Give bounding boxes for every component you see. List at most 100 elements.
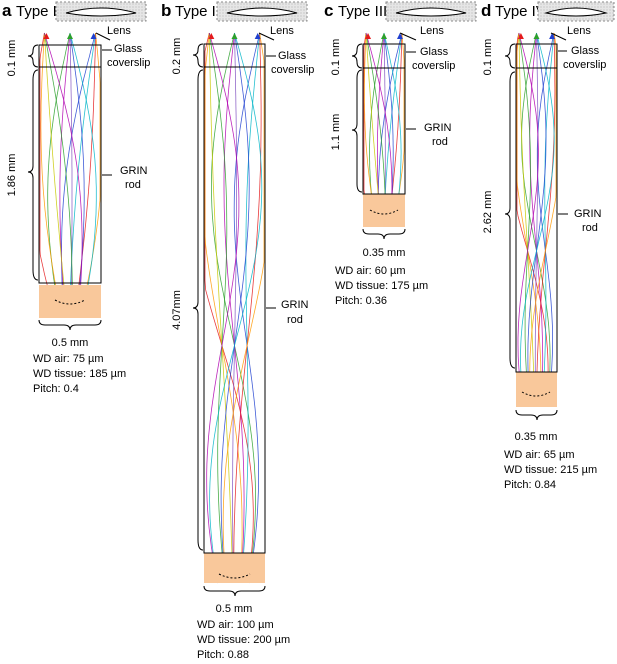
ray-path [377, 32, 385, 215]
ray-path [517, 32, 539, 400]
lens-label-b: Lens [270, 25, 294, 37]
ray-path [40, 32, 60, 306]
source-marker [254, 33, 261, 39]
ray-path [44, 32, 83, 306]
spec-wd-tissue-d: WD tissue: 215 µm [504, 464, 597, 476]
lens-shape-icon-d [544, 7, 608, 17]
tissue-b [204, 553, 265, 583]
grin-rod-d [515, 67, 558, 373]
tissue-d [516, 372, 557, 407]
source-marker [208, 33, 215, 39]
spec-pitch-d: Pitch: 0.84 [504, 479, 556, 491]
rod-label-a-line1: GRIN [120, 165, 148, 177]
ray-path [223, 32, 245, 584]
coverslip-label-a-line1: Glass [114, 43, 143, 55]
coverslip-label-b-line2: coverslip [271, 64, 314, 76]
coverslip-dim-c: 0.1 mm [330, 39, 342, 76]
ray-path [240, 32, 261, 584]
lens-pointer-d [550, 32, 567, 41]
rod-label-d-line2: rod [582, 222, 598, 234]
source-marker [43, 33, 50, 39]
grin-rod-b [203, 66, 266, 554]
tissue-c [363, 194, 405, 227]
rod-label-b-line1: GRIN [281, 299, 309, 311]
source-marker [231, 33, 238, 39]
ray-path [364, 32, 375, 215]
coverslip-label-a-line2: coverslip [107, 57, 150, 69]
ray-path [534, 32, 539, 400]
grin-rod-a [38, 66, 102, 284]
spec-wd-air-b: WD air: 100 µm [197, 619, 274, 631]
grin-rod-c [362, 67, 406, 195]
spec-wd-air-c: WD air: 60 µm [335, 265, 406, 277]
spec-pitch-a: Pitch: 0.4 [33, 383, 79, 395]
rod-brace-b [192, 69, 204, 551]
spec-wd-tissue-b: WD tissue: 200 µm [197, 634, 290, 646]
spec-wd-tissue-c: WD tissue: 175 µm [335, 280, 428, 292]
ray-path [209, 32, 263, 584]
rod-label-b-line2: rod [287, 314, 303, 326]
lens-shape-icon-c [395, 7, 467, 17]
panel-letter-a: a [2, 1, 12, 20]
ray-path [210, 32, 256, 584]
ray-path [527, 32, 547, 400]
ray-path [518, 32, 535, 400]
ray-path [369, 32, 385, 215]
ray-path [383, 32, 386, 214]
panel-title-a: Type I [16, 3, 57, 20]
ray-trace-a [39, 32, 101, 306]
rod-label-a-line2: rod [125, 179, 141, 191]
source-marker [67, 33, 73, 39]
spec-pitch-b: Pitch: 0.88 [197, 649, 249, 659]
panel-letter-b: b [161, 1, 171, 20]
coverslip-brace-b [192, 43, 204, 68]
spec-wd-air-d: WD air: 65 µm [504, 449, 575, 461]
coverslip-label-d-line1: Glass [571, 45, 600, 57]
ray-path [220, 32, 250, 584]
ray-path [389, 32, 403, 215]
ray-path [206, 32, 240, 584]
panel-title-b: Type II [175, 3, 220, 20]
width-brace-b [203, 585, 266, 597]
ray-path [233, 32, 261, 584]
width-dim-d: 0.35 mm [515, 431, 558, 443]
ray-path [39, 32, 53, 306]
source-marker [549, 33, 556, 39]
panel-letter-d: d [481, 1, 491, 20]
coverslip-label-d-line2: coverslip [563, 59, 606, 71]
panel-title-d: Type IV [495, 3, 546, 20]
width-dim-b: 0.5 mm [216, 603, 253, 615]
coverslip-label-c-line1: Glass [420, 46, 449, 58]
ray-path [395, 32, 405, 215]
ray-path [75, 32, 96, 306]
coverslip-dim-a: 0.1 mm [6, 40, 18, 77]
rod-label-c-line1: GRIN [424, 122, 452, 134]
ray-path [365, 32, 393, 215]
panel-a: a Type I Lens Glass coverslip GRIN rod 0… [2, 1, 150, 395]
width-brace-c [362, 228, 406, 240]
ray-path [208, 32, 234, 584]
ray-path [44, 32, 67, 306]
coverslip-dim-d: 0.1 mm [482, 39, 494, 76]
panel-d: d Type IV Lens Glass coverslip GRIN rod … [481, 1, 615, 491]
ray-path [520, 32, 555, 400]
rod-dim-d: 2.62 mm [482, 191, 494, 234]
ray-path [222, 32, 265, 584]
lens-shape-icon-b [226, 7, 298, 17]
ray-path [363, 32, 369, 215]
panel-letter-c: c [324, 1, 333, 20]
coverslip-brace-d [504, 43, 516, 69]
ray-path [232, 32, 237, 584]
panel-title-c: Type III [338, 3, 387, 20]
ray-path [233, 32, 262, 583]
rod-brace-d [504, 71, 516, 369]
focal-curve-a [54, 299, 86, 305]
lens-shape-icon-a [65, 7, 137, 17]
source-marker [381, 33, 387, 39]
rod-label-d-line1: GRIN [574, 208, 602, 220]
coverslip-brace-a [27, 44, 39, 68]
ray-path [383, 32, 394, 215]
ray-path [518, 32, 531, 400]
coverslip-label-c-line2: coverslip [412, 60, 455, 72]
